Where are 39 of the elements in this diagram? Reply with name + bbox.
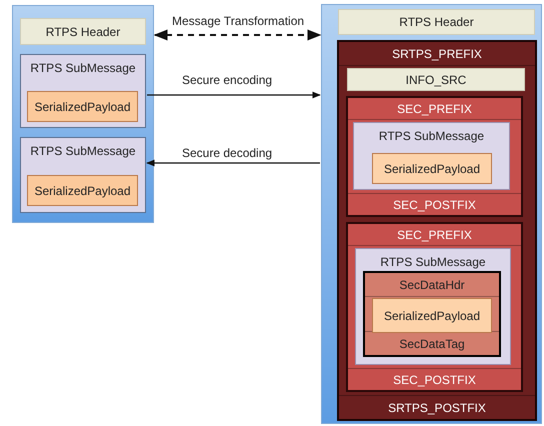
secdata-box <box>363 271 501 357</box>
srtps-wrapper-box <box>337 40 537 421</box>
submessage-box <box>353 122 510 190</box>
arrow <box>154 29 322 41</box>
message-panel <box>321 4 542 424</box>
box-title: RTPS SubMessage <box>30 60 136 77</box>
band-label: SecDataHdr <box>399 276 465 294</box>
payload-box <box>372 153 492 184</box>
payload-box <box>27 91 138 122</box>
header-box <box>20 18 146 45</box>
box-label: SerializedPayload <box>384 160 480 178</box>
payload-box <box>372 298 492 333</box>
sec-wrapper-box <box>346 96 523 217</box>
arrow <box>146 160 320 166</box>
box-label: RTPS Header <box>46 24 120 40</box>
sec-wrapper-box <box>346 222 523 392</box>
submessage-box <box>20 54 146 128</box>
box-label: RTPS Header <box>399 14 474 31</box>
band-label: SRTPS_PREFIX <box>392 46 482 62</box>
band-label: SEC_PREFIX <box>397 226 472 244</box>
message-panel <box>12 5 154 223</box>
payload-box <box>27 175 138 206</box>
band-label: SEC_POSTFIX <box>393 196 476 214</box>
box-label: INFO_SRC <box>406 72 466 88</box>
band-label: SRTPS_POSTFIX <box>388 400 486 416</box>
arrow <box>147 92 321 98</box>
box-title: RTPS SubMessage <box>380 254 486 271</box>
header-box <box>338 9 535 35</box>
box-title: RTPS SubMessage <box>378 128 484 145</box>
band-label: SEC_POSTFIX <box>393 372 476 388</box>
box-title: RTPS SubMessage <box>30 143 136 160</box>
box-label: SerializedPayload <box>384 308 480 324</box>
box-label: SerializedPayload <box>34 182 131 200</box>
band-label: SEC_PREFIX <box>397 100 472 118</box>
submessage-box <box>355 248 511 365</box>
info-src-box <box>347 68 525 91</box>
box-label: SerializedPayload <box>34 98 131 116</box>
band-label: SecDataTag <box>399 336 465 352</box>
submessage-box <box>20 137 146 213</box>
